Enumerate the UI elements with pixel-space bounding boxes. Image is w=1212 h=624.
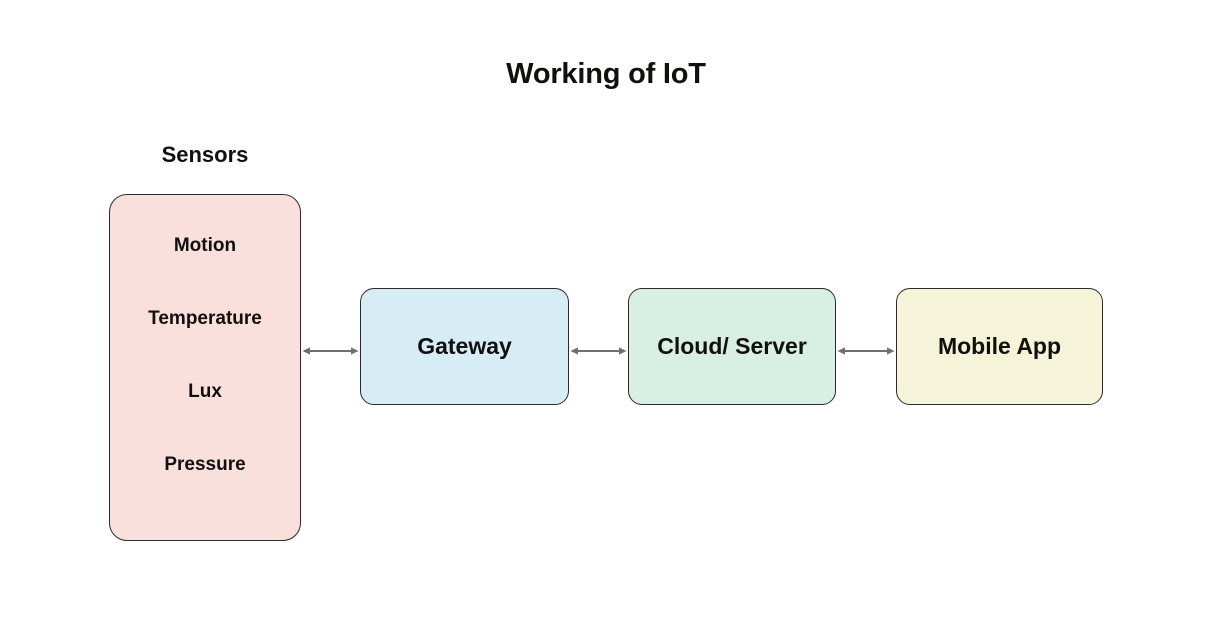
sensors-group-label: Sensors: [161, 142, 249, 167]
connector-gateway-cloud: [569, 343, 628, 359]
node-cloud-server-label: Cloud/ Server: [657, 332, 807, 359]
connector-sensors-gateway: [301, 343, 360, 359]
node-mobile-app[interactable]: Mobile App: [896, 288, 1103, 405]
page-title: Working of IoT: [506, 58, 706, 90]
connector-cloud-mobile: [836, 343, 896, 359]
node-mobile-app-label: Mobile App: [937, 332, 1062, 359]
node-cloud-server[interactable]: Cloud/ Server: [628, 288, 836, 405]
sensor-item-motion: Motion: [173, 235, 237, 256]
sensor-item-temperature: Temperature: [148, 308, 262, 329]
sensor-item-pressure: Pressure: [164, 454, 246, 475]
node-gateway-label: Gateway: [417, 332, 512, 359]
node-gateway[interactable]: Gateway: [360, 288, 569, 405]
sensor-item-lux: Lux: [188, 381, 222, 402]
node-sensors[interactable]: Motion Temperature Lux Pressure: [109, 194, 301, 541]
